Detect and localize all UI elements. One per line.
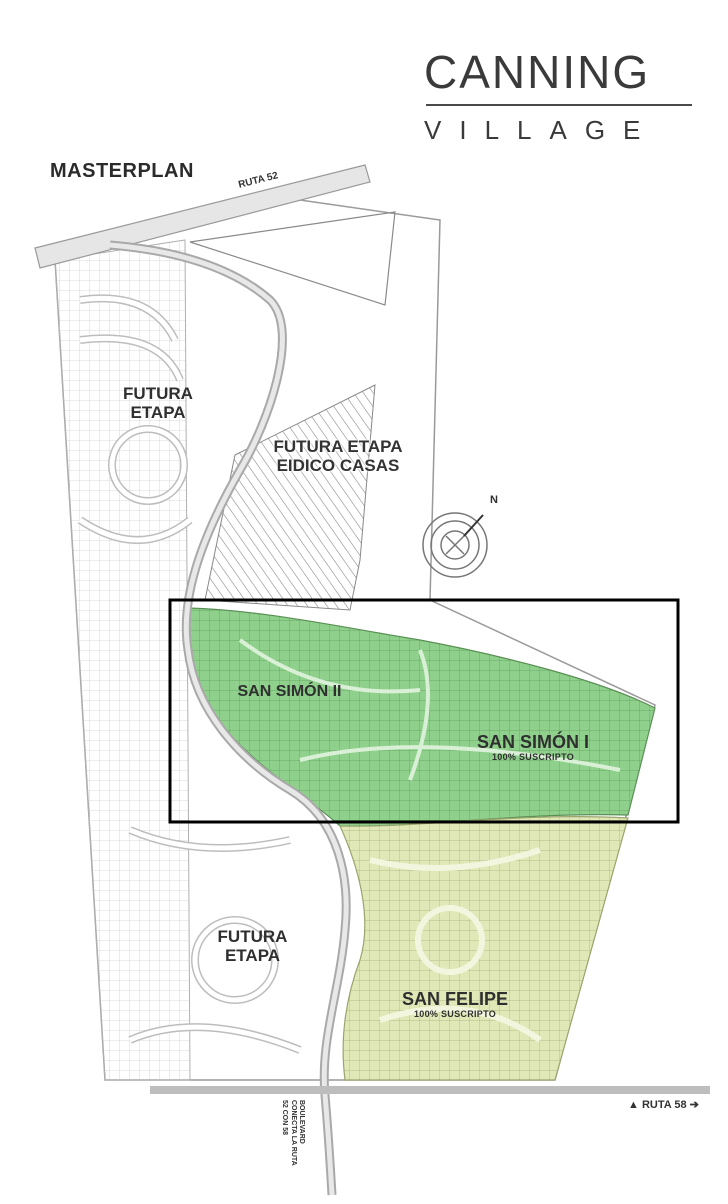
- label-ruta-58: ▲ RUTA 58 ➔: [628, 1098, 699, 1111]
- field-triangle: [189, 211, 396, 306]
- san-simon-i-name: SAN SIMÓN I: [476, 732, 589, 752]
- label-san-simon-i: SAN SIMÓN I 100% SUSCRIPTO: [458, 732, 608, 763]
- label-san-simon-ii: SAN SIMÓN II: [237, 683, 342, 700]
- san-simon-i-status: 100% SUSCRIPTO: [491, 751, 575, 762]
- arrow-right-icon: ➔: [686, 1099, 699, 1111]
- compass-north-label: N: [490, 494, 498, 506]
- zone-san-felipe: [339, 816, 629, 1081]
- label-futura-eidico: FUTURA ETAPA EIDICO CASAS: [273, 437, 403, 475]
- arrow-up-icon: ▲: [628, 1099, 642, 1111]
- label-san-felipe: SAN FELIPE 100% SUSCRIPTO: [380, 989, 530, 1020]
- label-futura-bottom: FUTURA ETAPA: [217, 927, 288, 965]
- san-simon-streets: [238, 638, 621, 781]
- san-felipe-streets: [369, 847, 542, 1043]
- san-felipe-name: SAN FELIPE: [401, 989, 508, 1009]
- logo-village: VILLAGE: [424, 115, 659, 145]
- label-futura-top: FUTURA ETAPA: [123, 384, 193, 422]
- map-title: MASTERPLAN: [50, 160, 194, 182]
- label-ruta-58-text: RUTA 58: [641, 1099, 687, 1111]
- zone-futura-eidico: [204, 384, 376, 611]
- san-felipe-status: 100% SUSCRIPTO: [413, 1008, 497, 1019]
- highlight-frame: [168, 598, 680, 824]
- logo-canning: CANNING: [424, 46, 651, 98]
- label-boulevard: BOULEVARD CONECTA LA RUTA 52 CON 58: [281, 1100, 305, 1166]
- road-ruta-58: [150, 1086, 710, 1094]
- logo-divider: [426, 104, 692, 106]
- compass-rose: [422, 512, 488, 578]
